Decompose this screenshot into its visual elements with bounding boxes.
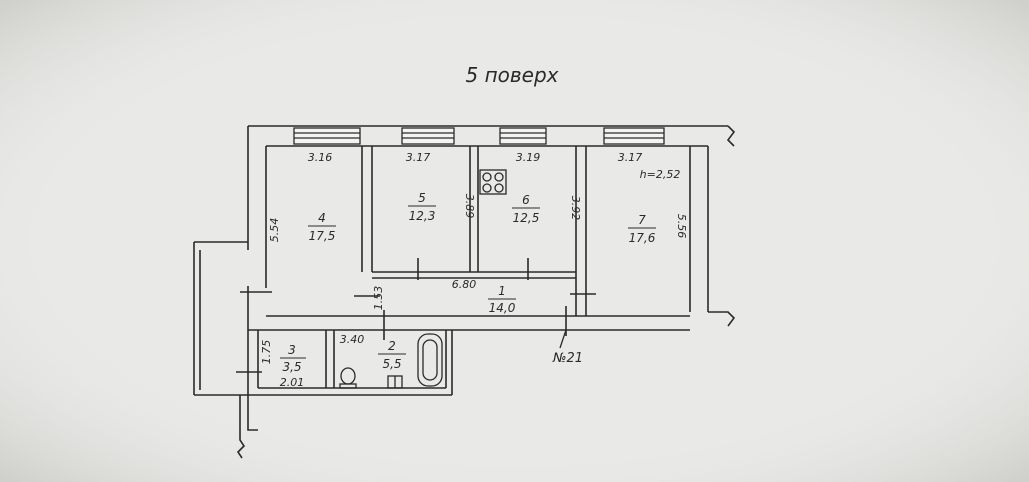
window-room4 [293,127,361,145]
dim-room7-depth: 5.56 [675,214,688,239]
stove-icon [479,169,507,195]
floor-title: 5 поверх [465,63,558,87]
room-6-area: 12,5 [513,211,540,225]
dim-closet-width: 2.01 [280,376,305,389]
dim-closet-depth: 1.75 [260,340,273,365]
room-1-number: 1 [498,284,506,298]
dim-room4-width: 3.16 [308,151,333,164]
room-4-number: 4 [318,211,326,225]
unit-number: №21 [552,351,583,366]
walls [193,125,736,459]
room-6-number: 6 [522,193,530,207]
room-4-area: 17,5 [309,229,336,243]
window-room7 [603,127,665,145]
room-2-area: 5,5 [382,357,401,371]
window-room6 [499,127,547,145]
room-7-number: 7 [638,213,646,227]
room-1-area: 14,0 [489,301,516,315]
room-5-area: 12,3 [409,209,436,223]
dim-bath-width: 3.40 [340,333,365,346]
dim-room7-width: 3.17 [618,151,643,164]
dim-room4-depth: 5.54 [268,218,281,243]
windows [293,127,665,145]
unit-callout: №21 [552,329,583,366]
room-5-number: 5 [418,191,426,205]
bathtub-icon [417,333,443,387]
dim-corridor-depth: 1.53 [372,286,385,311]
dim-room5-depth: 3.89 [463,194,476,219]
room-labels: 4 17,5 5 12,3 6 12,5 7 17,6 1 14,0 2 5,5… [280,191,656,374]
dim-corridor-length: 6.80 [452,278,477,291]
dim-room6-depth: 3.92 [569,196,582,221]
room-3-number: 3 [288,343,296,357]
room-3-area: 3,5 [282,360,301,374]
dim-room5-width: 3.17 [406,151,431,164]
room-2-number: 2 [388,339,396,353]
toilet-icon [339,367,357,389]
ceiling-height: h=2,52 [640,168,681,181]
sink-icon [387,375,403,389]
dim-room6-width: 3.19 [516,151,541,164]
dimension-labels: 3.16 3.17 3.19 3.17 5.54 3.89 3.92 5.56 … [260,151,688,389]
room-7-area: 17,6 [629,231,656,245]
window-room5 [401,127,455,145]
